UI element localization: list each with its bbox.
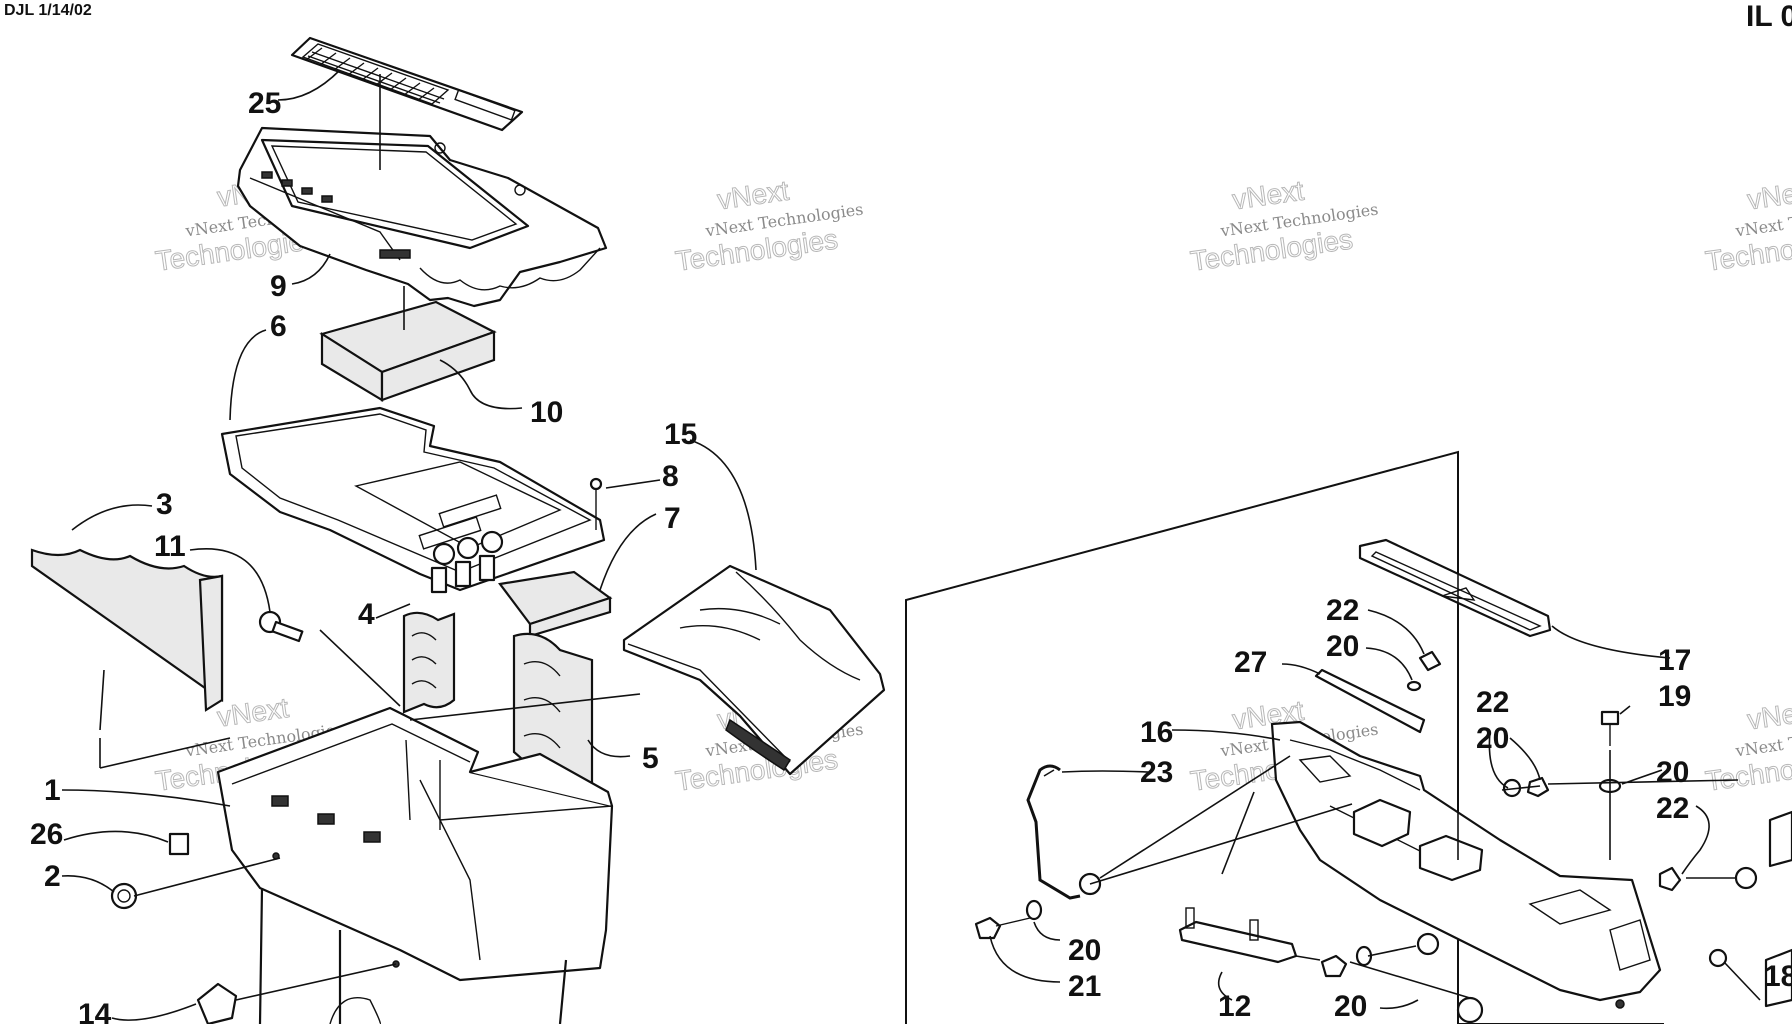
part-20-washer-top	[1406, 680, 1422, 692]
callout-20-a: 20	[1326, 630, 1359, 663]
left-leaders	[61, 69, 757, 1021]
callout-8: 8	[662, 460, 679, 493]
callout-2: 2	[44, 860, 61, 893]
callout-16: 16	[1140, 716, 1173, 749]
callout-1: 1	[44, 774, 61, 807]
part-22-cap-top	[1418, 650, 1442, 672]
callout-18: 18	[1764, 960, 1792, 993]
part-6-tray	[220, 406, 606, 594]
callout-20-b: 20	[1476, 722, 1509, 755]
callout-21: 21	[1068, 970, 1101, 1003]
callout-17: 17	[1658, 644, 1691, 677]
callout-23: 23	[1140, 756, 1173, 789]
svg-text:vNext: vNext	[215, 692, 290, 733]
part-18-edge	[1764, 948, 1792, 1008]
watermark-2: vNext Technologies vNext Technologies	[673, 174, 864, 277]
callout-7: 7	[664, 502, 681, 535]
part-22-nut-c	[1658, 866, 1682, 892]
svg-text:vNext: vNext	[715, 175, 790, 216]
part-4-foam	[402, 611, 456, 714]
part-19-bolt	[1600, 710, 1620, 726]
callout-22-c: 22	[1656, 792, 1689, 825]
part-11-bolt	[258, 610, 304, 643]
sheet-id-label: IL 0	[1746, 0, 1792, 33]
part-25-decal	[290, 36, 524, 132]
callout-20-e: 20	[1334, 990, 1367, 1023]
callout-10: 10	[530, 396, 563, 429]
svg-text:vNext: vNext	[1230, 175, 1305, 216]
part-bolt-lower	[1320, 954, 1348, 978]
svg-text:vNext: vNext	[1745, 175, 1792, 216]
part-26-label	[168, 832, 190, 856]
svg-text:vNext: vNext	[1745, 695, 1792, 736]
callout-20-c: 20	[1656, 756, 1689, 789]
callout-26: 26	[30, 818, 63, 851]
callout-20-d: 20	[1068, 934, 1101, 967]
part-8-screw	[589, 477, 603, 530]
callout-22-a: 22	[1326, 594, 1359, 627]
part-nut-bottom	[1456, 996, 1484, 1024]
callout-11: 11	[154, 530, 186, 563]
callout-14: 14	[78, 998, 112, 1024]
part-14-clip	[196, 982, 238, 1024]
callout-6: 6	[270, 310, 287, 343]
part-3-foam	[30, 548, 224, 712]
part-2-grommet	[110, 882, 138, 910]
part-20-washer-a	[1025, 899, 1043, 921]
part-27-strip	[1314, 668, 1426, 734]
part-17-seal	[1358, 538, 1552, 638]
callout-27: 27	[1234, 646, 1267, 679]
right-leaders	[989, 452, 1761, 1010]
callout-25: 25	[248, 87, 281, 120]
callout-15: 15	[664, 418, 697, 451]
watermark-3: vNext Technologies vNext Technologies	[1188, 174, 1379, 277]
part-7-foam	[498, 570, 613, 638]
part-15-intake	[622, 564, 886, 776]
callout-12: 12	[1218, 990, 1251, 1023]
callout-22-b: 22	[1476, 686, 1509, 719]
callout-4: 4	[358, 598, 375, 631]
part-21-bolt-a	[974, 916, 1002, 940]
callout-5: 5	[642, 742, 659, 775]
part-9-lid	[236, 126, 608, 308]
part-edge-upper	[1768, 810, 1792, 868]
part-nut-lower	[1708, 948, 1728, 968]
drawing-ref-label: DJL 1/14/02	[4, 2, 92, 19]
part-12-bracket	[1178, 907, 1298, 964]
watermark-4: vNext Technologies vNext Technologies	[1703, 174, 1792, 277]
part-10-filter	[319, 300, 497, 402]
callout-19: 19	[1658, 680, 1691, 713]
callout-9: 9	[270, 270, 287, 303]
part-18-cap	[1734, 866, 1758, 890]
part-22-nut-d	[1416, 932, 1440, 956]
callout-labels: 25 9 6 10 15 8 7 3 11 4 5 1 26 2 14 22 2…	[30, 87, 1792, 1024]
part-16-duct	[1270, 720, 1662, 1009]
part-23-rod	[1026, 764, 1081, 900]
callout-3: 3	[156, 488, 173, 521]
part-1-airbox	[216, 706, 614, 1024]
